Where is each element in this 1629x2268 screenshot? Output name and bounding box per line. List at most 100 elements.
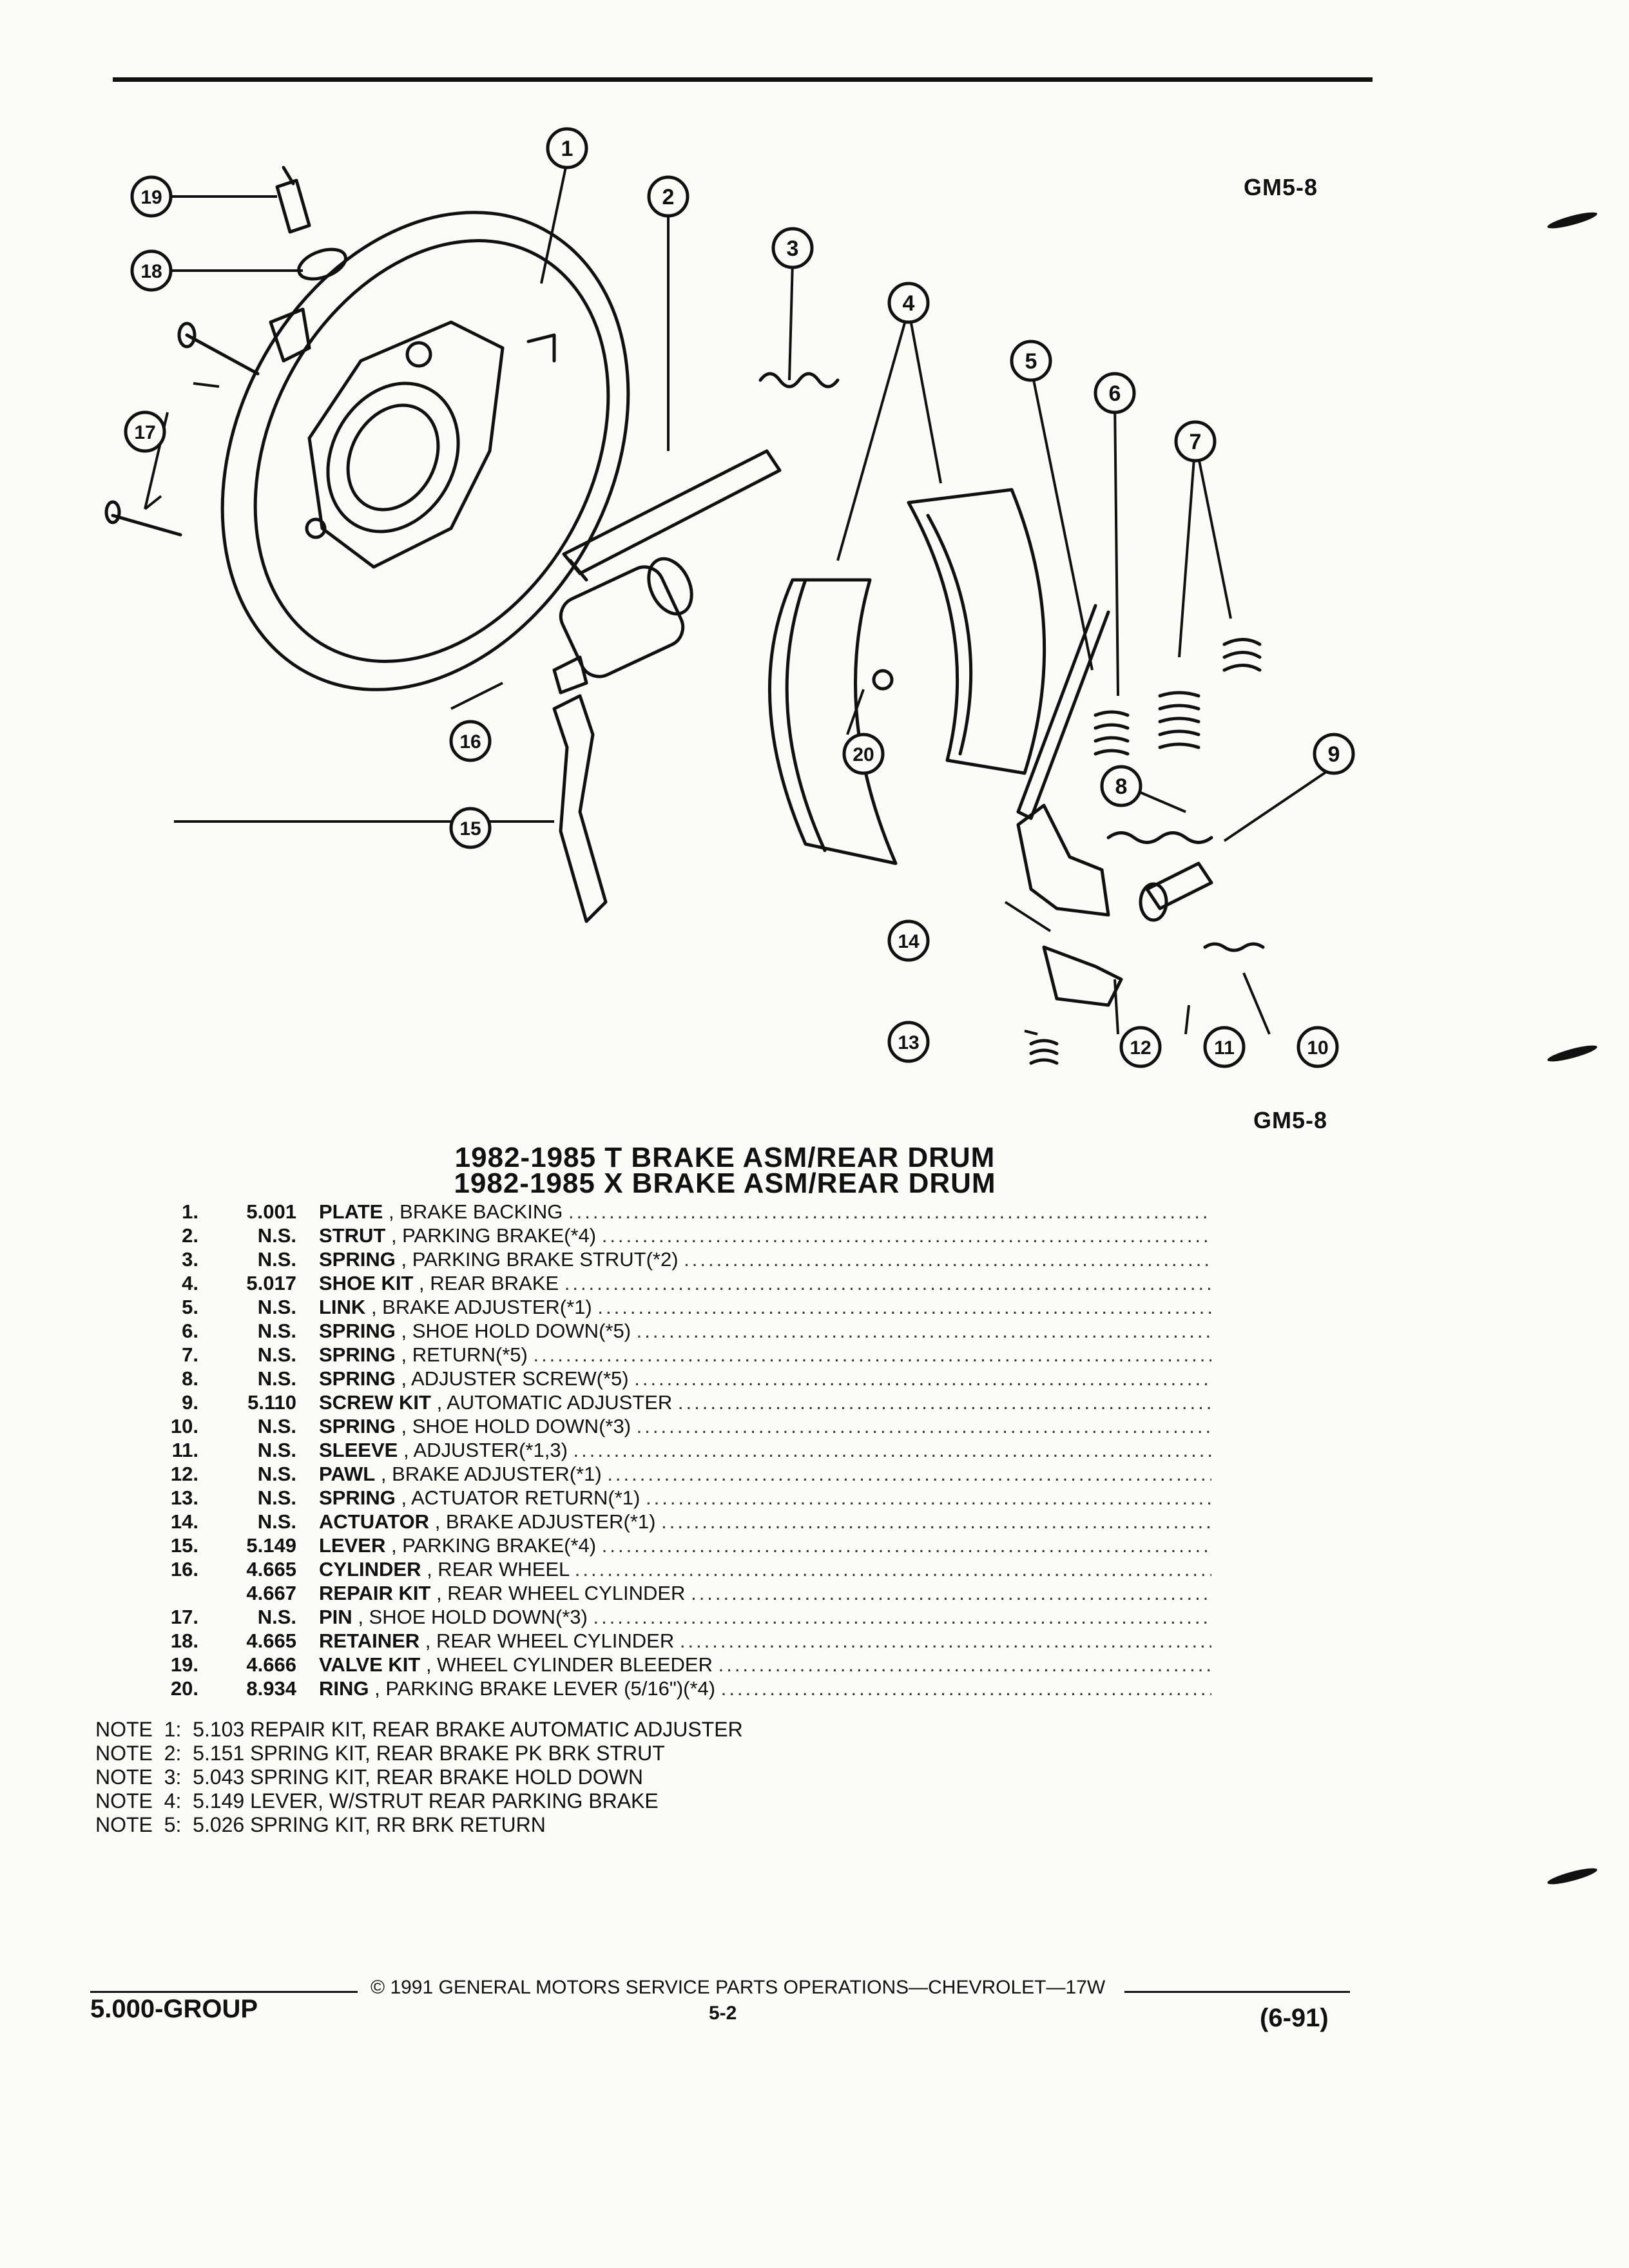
part-row: 6.N.S.SPRING , SHOE HOLD DOWN(*5) ......…	[182, 1320, 1211, 1342]
figure-code-bottom: GM5-8	[1253, 1107, 1328, 1133]
parking-lever-drawing	[552, 694, 608, 923]
adjuster-screw-drawing	[1139, 861, 1213, 922]
note: NOTE 3: 5.043 SPRING KIT, REAR BRAKE HOL…	[95, 1765, 643, 1789]
svg-text:19: 19	[140, 187, 162, 208]
header-rule	[113, 77, 1373, 82]
part-row: 7.N.S.SPRING , RETURN(*5) ..............…	[182, 1343, 1211, 1366]
binding-mark	[1546, 1865, 1599, 1888]
bleeder-valve-drawing	[275, 166, 311, 234]
callout-10: 10	[1296, 1026, 1339, 1068]
svg-text:8: 8	[1115, 774, 1128, 799]
callout-9: 9	[1313, 733, 1355, 775]
callout-2: 2	[647, 175, 689, 218]
svg-text:5: 5	[1025, 349, 1037, 374]
hold-down-pins-drawing	[104, 322, 260, 537]
footer-date: (6-91)	[1260, 2004, 1329, 2032]
callout-5: 5	[1010, 340, 1052, 382]
part-row: 2.N.S.STRUT , PARKING BRAKE(*4) ........…	[182, 1224, 1211, 1247]
actuator-drawing	[1016, 803, 1110, 917]
small-springs-drawing	[1029, 942, 1265, 1065]
callout-1: 1	[546, 127, 588, 169]
callout-14: 14	[887, 919, 930, 962]
part-row: 13.N.S.SPRING , ACTUATOR RETURN(*1) ....…	[170, 1486, 1211, 1509]
note: NOTE 1: 5.103 REPAIR KIT, REAR BRAKE AUT…	[95, 1718, 743, 1741]
callout-11: 11	[1203, 1026, 1246, 1068]
note: NOTE 5: 5.026 SPRING KIT, RR BRK RETURN	[95, 1813, 546, 1836]
callout-8: 8	[1100, 765, 1142, 807]
footer-copyright: © 1991 GENERAL MOTORS SERVICE PARTS OPER…	[371, 1977, 1106, 1998]
figure-code-top: GM5-8	[1244, 174, 1318, 200]
brake-shoe-right-drawing	[907, 488, 1046, 775]
svg-text:6: 6	[1109, 381, 1121, 406]
part-row: 17.N.S.PIN , SHOE HOLD DOWN(*3) ........…	[170, 1606, 1211, 1628]
callout-12: 12	[1119, 1026, 1162, 1068]
notes-list: NOTE 1: 5.103 REPAIR KIT, REAR BRAKE AUT…	[95, 1718, 743, 1837]
leader-lines	[144, 160, 1335, 1035]
ring-drawing	[872, 669, 894, 691]
note: NOTE 4: 5.149 LEVER, W/STRUT REAR PARKIN…	[95, 1789, 659, 1812]
svg-text:10: 10	[1307, 1037, 1328, 1059]
callout-16: 16	[449, 720, 492, 762]
title-x-brake: 1982-1985 X BRAKE ASM/REAR DRUM	[454, 1168, 996, 1199]
callout-7: 7	[1174, 420, 1217, 463]
footer-group: 5.000-GROUP	[90, 1995, 258, 2023]
binding-mark	[1546, 209, 1599, 232]
svg-text:18: 18	[140, 261, 162, 282]
part-row: 5.N.S.LINK , BRAKE ADJUSTER(*1) ........…	[182, 1296, 1211, 1318]
svg-text:12: 12	[1130, 1037, 1151, 1059]
part-row: 8.N.S.SPRING , ADJUSTER SCREW(*5) ......…	[182, 1367, 1211, 1390]
binding-mark	[1546, 1042, 1599, 1065]
callout-15: 15	[449, 807, 492, 849]
exploded-brake-diagram: 1 2 3 4 5 6 7 8 9 10 11 12 13 14 15 16 1…	[104, 127, 1355, 1068]
part-row: 11.N.S.SLEEVE , ADJUSTER(*1,3) .........…	[171, 1439, 1211, 1461]
callout-17: 17	[124, 410, 166, 453]
retainer-drawing	[297, 247, 347, 281]
svg-text:16: 16	[459, 731, 481, 753]
svg-text:14: 14	[898, 931, 920, 952]
callout-markers: 1 2 3 4 5 6 7 8 9 10 11 12 13 14 15 16 1…	[124, 127, 1355, 1068]
svg-text:2: 2	[662, 185, 675, 209]
svg-text:4: 4	[903, 291, 915, 316]
note: NOTE 2: 5.151 SPRING KIT, REAR BRAKE PK …	[95, 1742, 665, 1765]
footer-page-number: 5-2	[709, 2003, 737, 2024]
svg-text:11: 11	[1214, 1037, 1235, 1059]
callout-20: 20	[842, 733, 885, 775]
svg-text:13: 13	[898, 1032, 919, 1053]
part-row: 10.N.S.SPRING , SHOE HOLD DOWN(*3) .....…	[170, 1415, 1211, 1437]
svg-text:17: 17	[134, 422, 155, 443]
adjuster-link-drawing	[1016, 604, 1110, 820]
brake-shoe-left-drawing	[767, 578, 898, 865]
title-t-brake: 1982-1985 T BRAKE ASM/REAR DRUM	[454, 1142, 996, 1173]
part-row: 12.N.S.PAWL , BRAKE ADJUSTER(*1) .......…	[170, 1463, 1211, 1485]
callout-4: 4	[887, 282, 930, 324]
svg-text:3: 3	[787, 236, 799, 261]
footer-rule-right	[1124, 1991, 1350, 1993]
hold-down-spring-drawing	[1094, 710, 1130, 756]
return-springs-drawing	[1158, 638, 1262, 749]
wheel-cylinder-drawing	[552, 557, 693, 695]
callout-3: 3	[771, 227, 814, 269]
svg-text:1: 1	[561, 137, 574, 161]
svg-text:7: 7	[1190, 430, 1202, 454]
pawl-drawing	[1042, 945, 1123, 1007]
svg-text:15: 15	[459, 818, 481, 840]
callout-19: 19	[130, 175, 173, 218]
svg-text:9: 9	[1328, 742, 1340, 767]
footer-rule-left	[90, 1991, 358, 1993]
callout-6: 6	[1094, 372, 1136, 414]
part-row: 3.N.S.SPRING , PARKING BRAKE STRUT(*2) .…	[182, 1248, 1211, 1271]
callout-18: 18	[130, 249, 173, 292]
adjuster-screw-spring-drawing	[1106, 831, 1213, 844]
part-row: 14.N.S.ACTUATOR , BRAKE ADJUSTER(*1) ...…	[170, 1510, 1211, 1533]
svg-text:20: 20	[853, 744, 874, 765]
